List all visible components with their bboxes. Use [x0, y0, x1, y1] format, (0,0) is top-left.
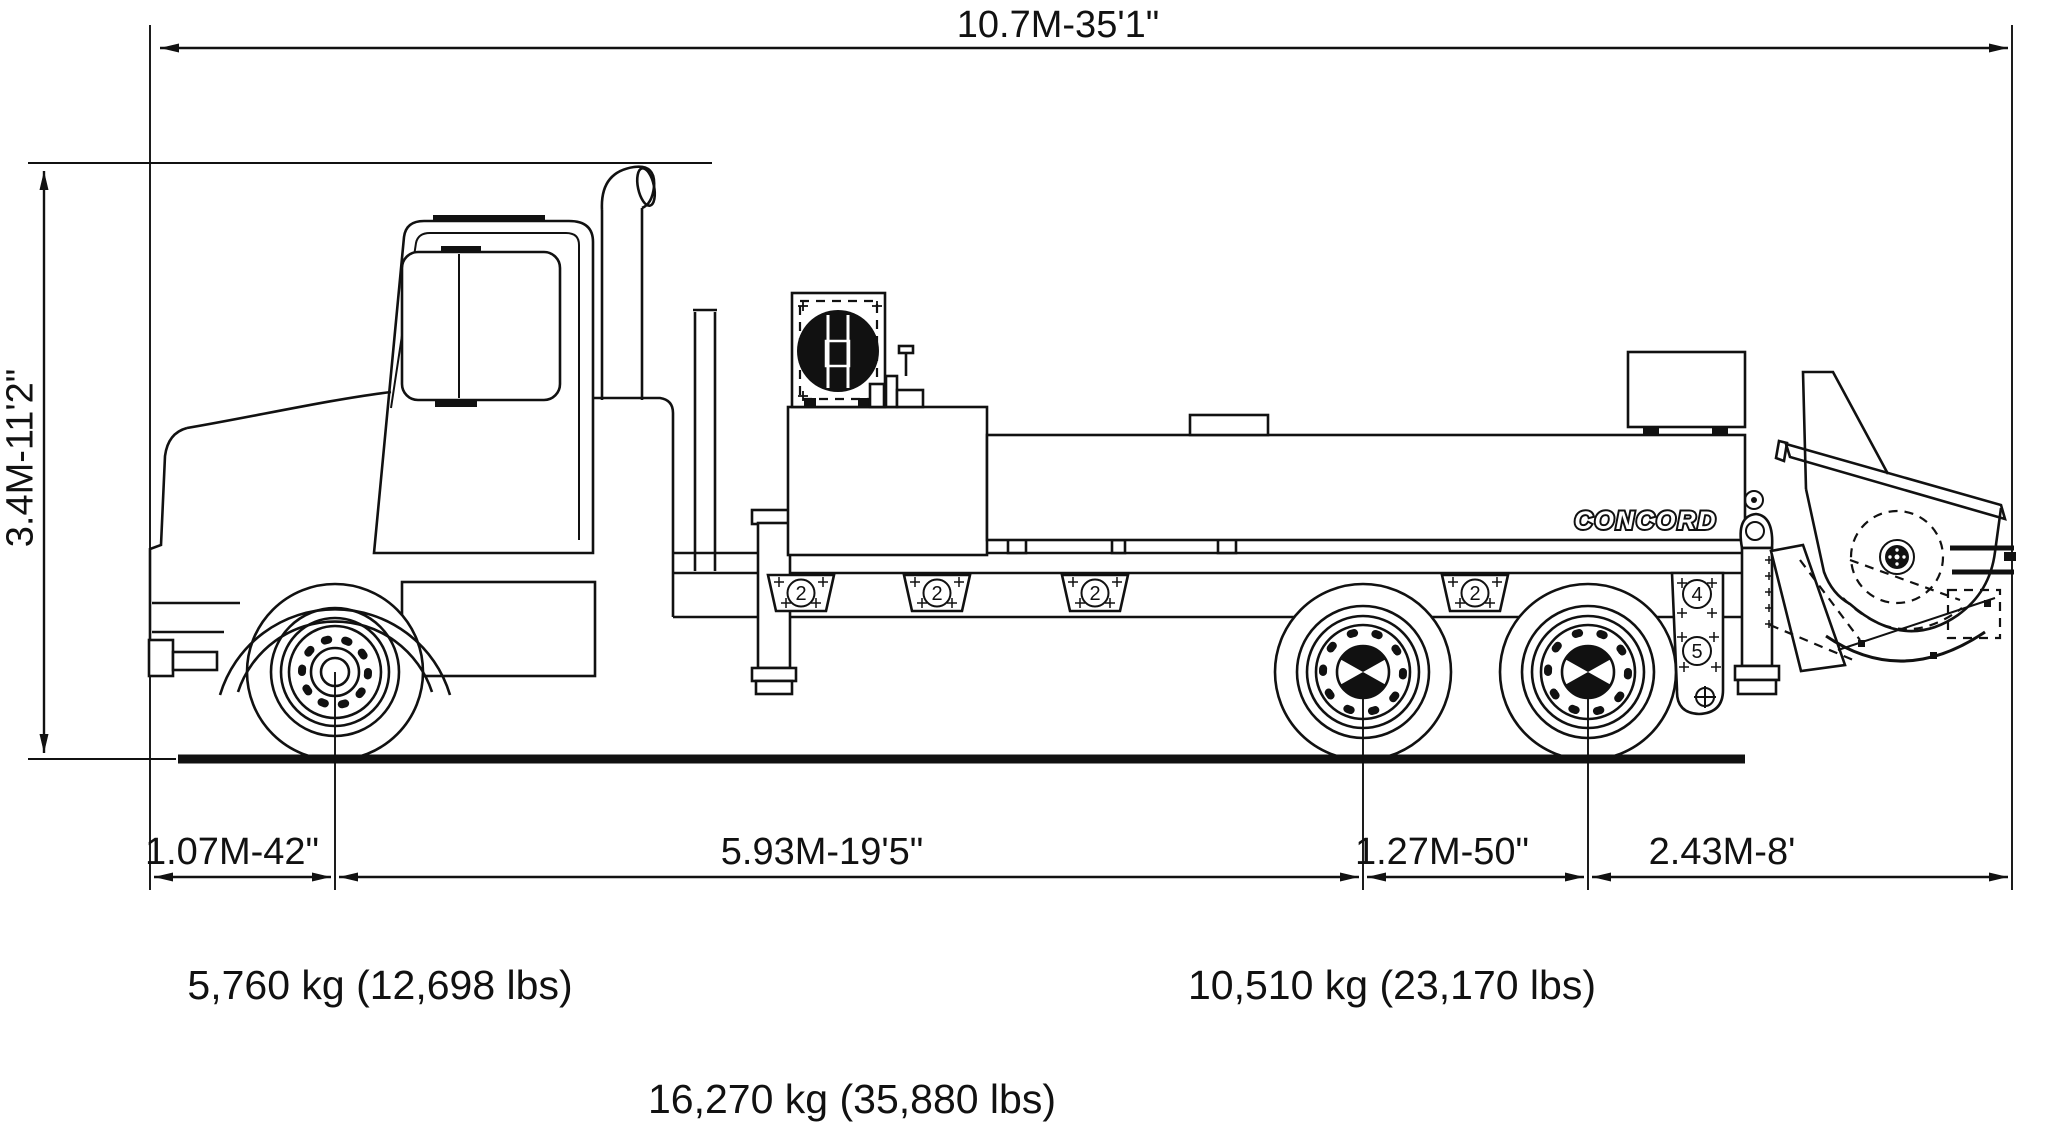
callout-2: 2: [1089, 583, 1100, 605]
callout-2: 2: [1469, 583, 1480, 605]
dimension-lines: [39, 43, 2008, 882]
concord-logo: CONCORD: [1574, 507, 1717, 535]
hopper: [1769, 370, 2016, 673]
callout-5: 5: [1691, 641, 1702, 663]
rear-hub-1: [1331, 644, 1395, 700]
rear-jack-bracket: 4 5: [1670, 571, 1725, 716]
extension-lines: [28, 25, 2013, 890]
axle-centerlines: [334, 672, 1589, 890]
rear-hub-2: [1556, 644, 1620, 700]
weight-front-axle: 5,760 kg (12,698 lbs): [187, 962, 573, 1008]
exhaust-stack: [600, 165, 717, 571]
cab: [147, 215, 595, 696]
outrigger-pad-3: 2: [1060, 573, 1130, 613]
rear-jack-leg: [1733, 490, 1781, 696]
callout-2: 2: [795, 583, 806, 605]
dim-rear-overhang: 2.43M-8': [1648, 831, 1796, 873]
outrigger-pad-1: 2: [766, 573, 836, 613]
outrigger-pad-2: 2: [902, 573, 972, 613]
outrigger-pad-4: 2: [1440, 573, 1510, 613]
deck-body: CONCORD: [985, 350, 1747, 542]
dim-overall-height: 3.4M-11'2": [0, 368, 42, 548]
dim-front-overhang: 1.07M-42": [144, 831, 320, 873]
dim-tandem-spacing: 1.27M-50": [1354, 831, 1530, 873]
radiator-fan-unit: [790, 291, 925, 409]
dim-overall-length: 10.7M-35'1": [956, 4, 1160, 46]
callout-4: 4: [1691, 584, 1702, 606]
callout-2: 2: [931, 583, 942, 605]
dim-wheelbase: 5.93M-19'5": [720, 831, 924, 873]
weight-rear-axles: 10,510 kg (23,170 lbs): [1188, 962, 1596, 1008]
hydraulic-tank: [786, 405, 989, 557]
fuel-tank-box: [400, 580, 597, 678]
weight-gross: 16,270 kg (35,880 lbs): [648, 1076, 1056, 1122]
